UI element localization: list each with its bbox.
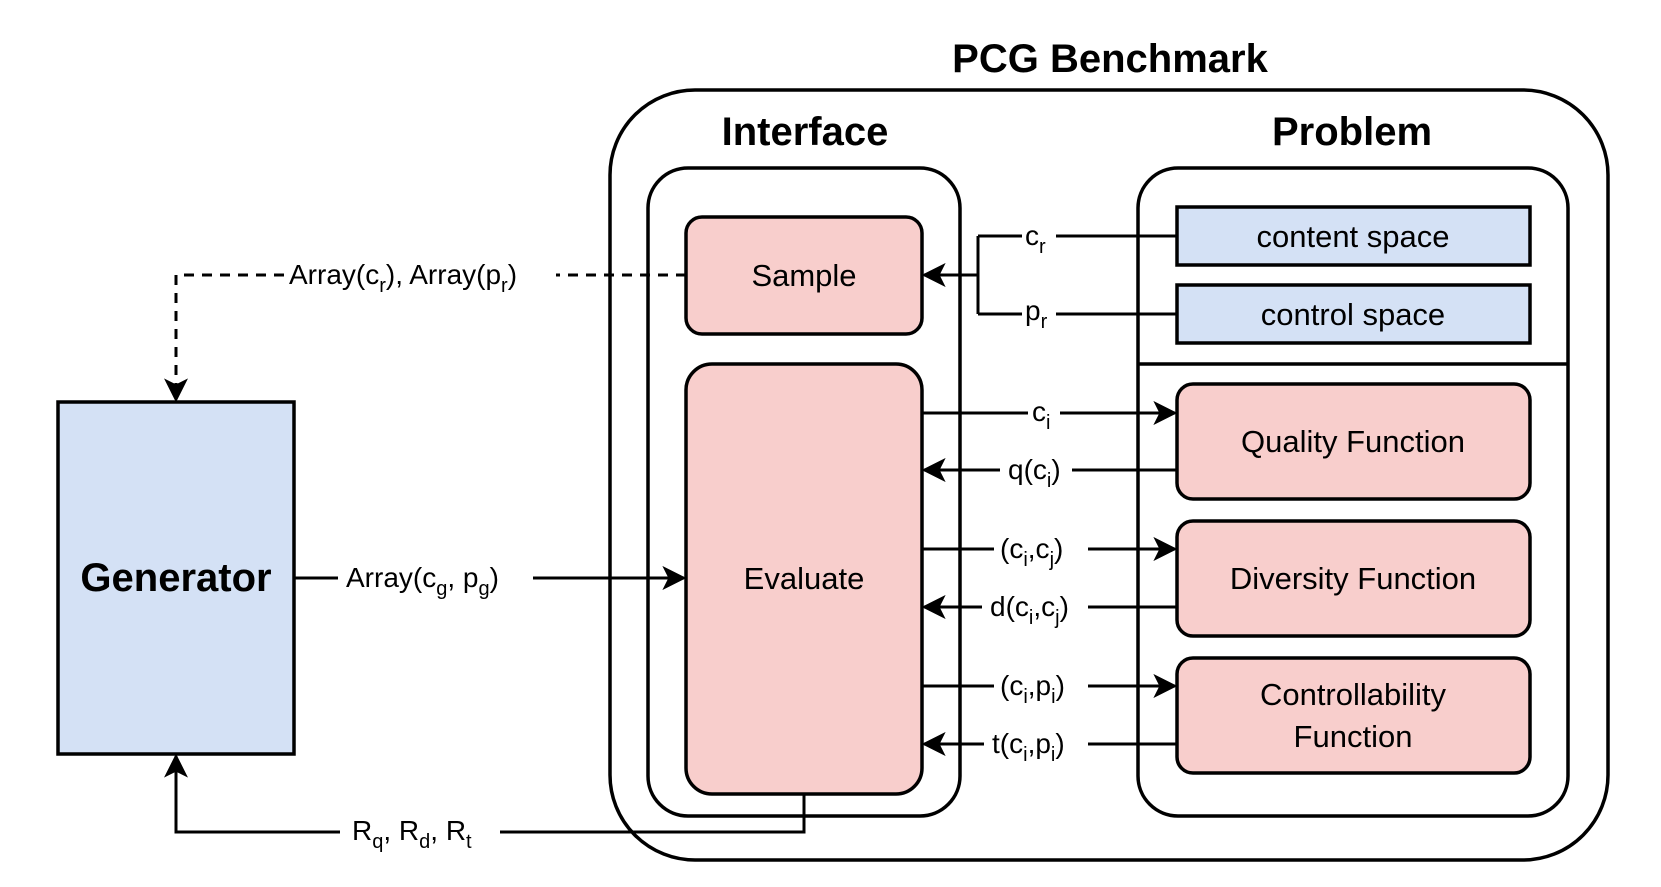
controllability-function-label-2: Function — [1294, 719, 1413, 754]
control-space-label: control space — [1261, 297, 1445, 332]
cipi-edge-label: (ci,pi) — [1000, 670, 1065, 708]
quality-function-label: Quality Function — [1241, 424, 1465, 459]
generator-output-label: Array(cg, pg) — [346, 562, 499, 600]
content-space-label: content space — [1256, 219, 1449, 254]
benchmark-frame — [608, 88, 1610, 862]
control-space-box — [1175, 283, 1532, 345]
tcipi-edge-label: t(ci,pi) — [992, 728, 1065, 766]
evaluate-label: Evaluate — [744, 561, 865, 596]
controllability-function-label: Controllability — [1260, 677, 1447, 712]
dcicj-edge-label: d(ci,cj) — [990, 591, 1069, 629]
sample-output-label: Array(cr), Array(pr) — [289, 259, 517, 297]
cr-edge-label: cr — [1025, 220, 1046, 258]
controllability-function-box — [1175, 656, 1532, 775]
generator-box — [56, 400, 296, 756]
ci-edge-label: ci — [1032, 396, 1050, 434]
diversity-function-box — [1175, 519, 1532, 638]
sample-label: Sample — [751, 258, 856, 293]
content-space-box — [1175, 205, 1532, 267]
interface-heading: Interface — [722, 110, 889, 154]
pr-edge-label: pr — [1025, 295, 1048, 333]
problem-heading: Problem — [1272, 110, 1432, 154]
diversity-function-label: Diversity Function — [1230, 561, 1476, 596]
rewards-line-b — [164, 753, 340, 834]
generator-label: Generator — [80, 556, 271, 600]
rewards-label: Rq, Rd, Rt — [352, 815, 472, 853]
qci-edge-label: q(ci) — [1008, 454, 1061, 492]
rewards-line-a — [500, 794, 806, 834]
cicj-edge-label: (ci,cj) — [1000, 533, 1063, 571]
quality-function-box — [1175, 382, 1532, 501]
problem-panel — [1136, 166, 1570, 818]
diagram-title: PCG Benchmark — [952, 37, 1268, 81]
sample-to-generator-line-b — [164, 273, 284, 403]
